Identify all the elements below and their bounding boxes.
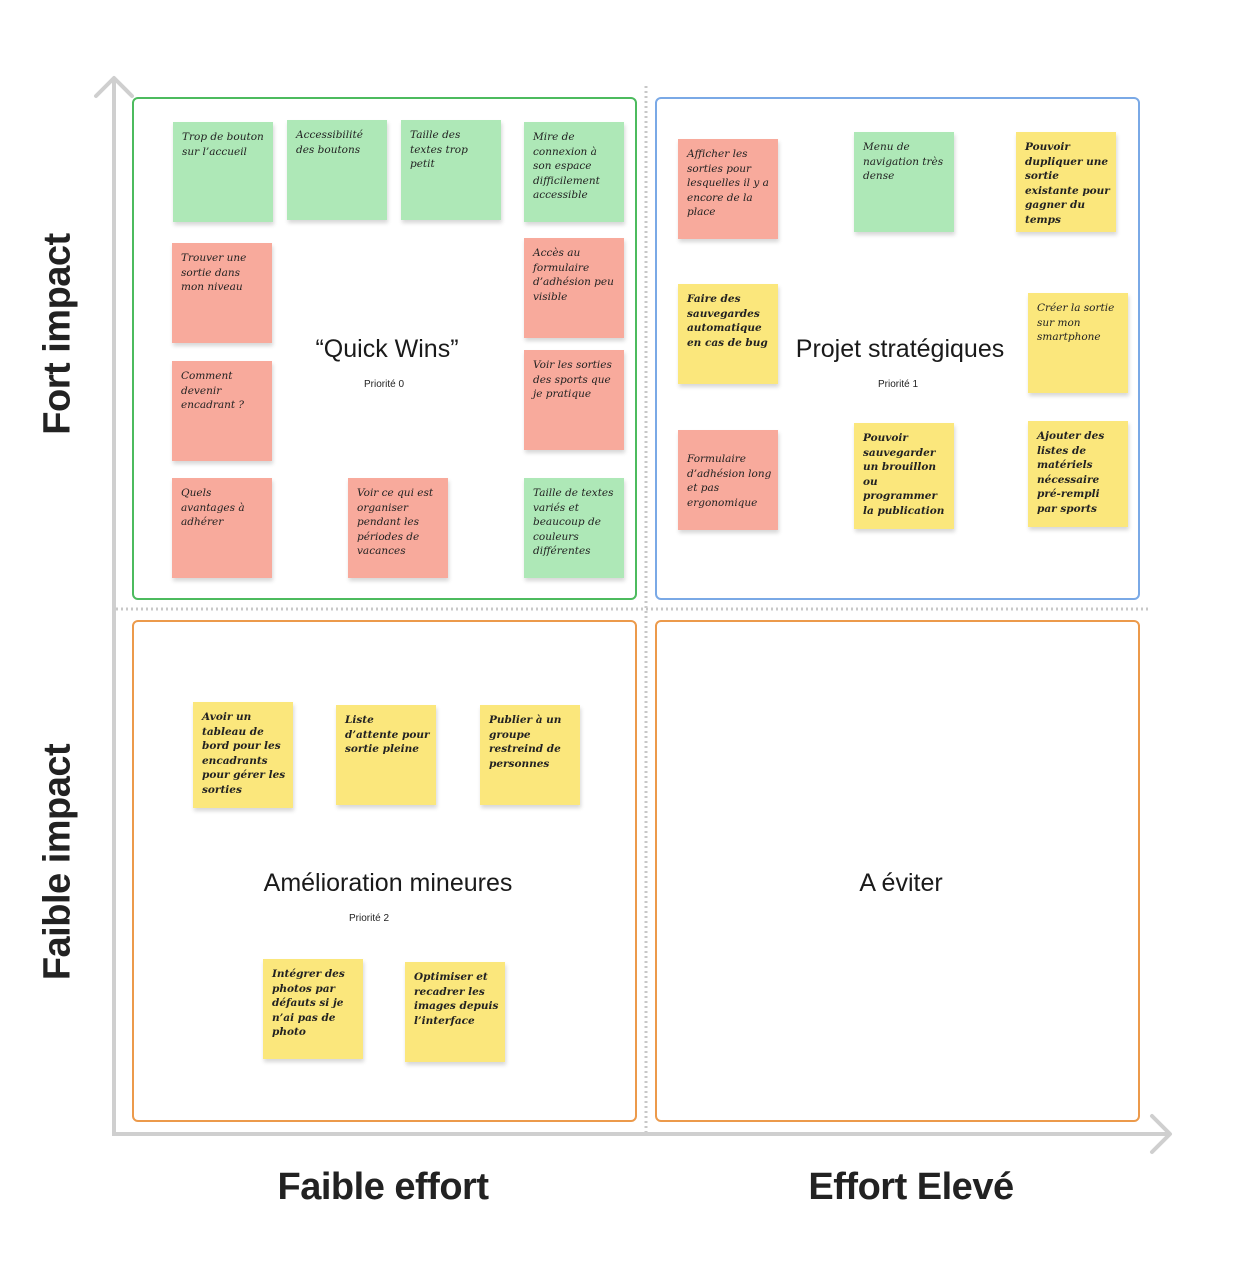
- y-axis-arrowhead: [94, 76, 134, 98]
- strategic-title: Projet stratégiques: [795, 335, 1005, 363]
- sticky-note[interactable]: Accessibilité des boutons: [287, 120, 387, 220]
- sticky-note[interactable]: Liste d’attente pour sortie pleine: [336, 705, 436, 805]
- sticky-note[interactable]: Taille de textes variés et beaucoup de c…: [524, 478, 624, 578]
- avoid-title: A éviter: [859, 869, 943, 897]
- x-axis-label-low: Faible effort: [277, 1166, 489, 1208]
- sticky-note[interactable]: Taille des textes trop petit: [401, 120, 501, 220]
- sticky-note[interactable]: Avoir un tableau de bord pour les encadr…: [193, 702, 293, 808]
- sticky-note[interactable]: Voir ce qui est organiser pendant les pé…: [348, 478, 448, 578]
- minor-improvements-priority: Priorité 2: [348, 913, 390, 924]
- x-axis-arrowhead: [1150, 1114, 1172, 1154]
- sticky-note[interactable]: Optimiser et recadrer les images depuis …: [405, 962, 505, 1062]
- sticky-note[interactable]: Mire de connexion à son espace difficile…: [524, 122, 624, 222]
- sticky-note[interactable]: Afficher les sorties pour lesquelles il …: [678, 139, 778, 239]
- sticky-note[interactable]: Pouvoir dupliquer une sortie existante p…: [1016, 132, 1116, 232]
- sticky-note[interactable]: Trouver une sortie dans mon niveau: [172, 243, 272, 343]
- sticky-note[interactable]: Menu de navigation très dense: [854, 132, 954, 232]
- sticky-note[interactable]: Pouvoir sauvegarder un brouillon ou prog…: [854, 423, 954, 529]
- sticky-note[interactable]: Publier à un groupe restreind de personn…: [480, 705, 580, 805]
- y-axis-label-high: Fort impact: [36, 233, 79, 435]
- x-axis-label-high: Effort Elevé: [808, 1166, 1014, 1208]
- y-axis-label-low: Faible impact: [36, 743, 79, 981]
- sticky-note[interactable]: Quels avantages à adhérer: [172, 478, 272, 578]
- sticky-note[interactable]: Ajouter des listes de matériels nécessai…: [1028, 421, 1128, 527]
- quick-wins-title: “Quick Wins”: [315, 335, 459, 363]
- quick-wins-priority: Priorité 0: [363, 379, 405, 390]
- sticky-note[interactable]: Formulaire d’adhésion long et pas ergono…: [678, 430, 778, 530]
- quadrant-avoid: [655, 620, 1140, 1122]
- sticky-note[interactable]: Intégrer des photos par défauts si je n’…: [263, 959, 363, 1059]
- minor-improvements-title: Amélioration mineures: [263, 869, 513, 897]
- sticky-note[interactable]: Créer la sortie sur mon smartphone: [1028, 293, 1128, 393]
- sticky-note[interactable]: Trop de bouton sur l’accueil: [173, 122, 273, 222]
- sticky-note[interactable]: Comment devenir encadrant ?: [172, 361, 272, 461]
- sticky-note[interactable]: Accès au formulaire d’adhésion peu visib…: [524, 238, 624, 338]
- sticky-note[interactable]: Voir les sorties des sports que je prati…: [524, 350, 624, 450]
- sticky-note[interactable]: Faire des sauvegardes automatique en cas…: [678, 284, 778, 384]
- strategic-priority: Priorité 1: [877, 379, 919, 390]
